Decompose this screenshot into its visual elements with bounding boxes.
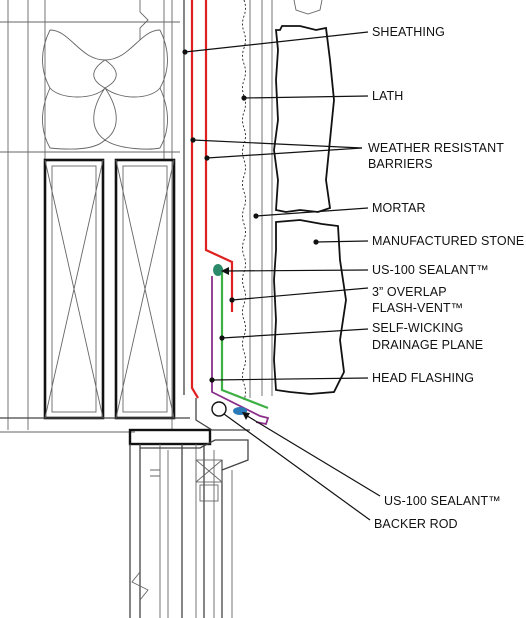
label-wicking-line2: DRAINAGE PLANE <box>372 338 483 352</box>
window-frame <box>128 428 249 618</box>
sealant-top <box>213 264 223 276</box>
leader-lines <box>182 31 381 521</box>
backer-rod <box>211 401 227 417</box>
manufactured-stone <box>261 0 347 396</box>
labels: SHEATHING LATH WEATHER RESISTANT BARRIER… <box>368 25 524 531</box>
drainage-plane <box>220 268 269 410</box>
label-sealant-bottom: US-100 SEALANT™ <box>384 494 501 508</box>
wrb-inner <box>204 0 234 312</box>
wrb-outer <box>190 0 199 399</box>
label-wrb-line2: BARRIERS <box>368 157 433 171</box>
label-mortar: MORTAR <box>372 201 426 215</box>
label-wrb-line1: WEATHER RESISTANT <box>368 141 504 155</box>
label-backer-rod: BACKER ROD <box>374 517 458 531</box>
label-head-flashing: HEAD FLASHING <box>372 371 474 385</box>
wall-framing <box>0 0 190 433</box>
head-flashing <box>211 276 270 426</box>
insulation-batt <box>42 29 168 150</box>
label-wicking-line1: SELF-WICKING <box>372 321 463 335</box>
label-sealant-top: US-100 SEALANT™ <box>372 263 489 277</box>
label-overlap-line1: 3” OVERLAP <box>372 285 447 299</box>
label-overlap-line2: FLASH-VENT™ <box>372 301 463 315</box>
label-sheathing: SHEATHING <box>372 25 445 39</box>
label-lath: LATH <box>372 89 403 103</box>
label-stone: MANUFACTURED STONE <box>372 234 524 248</box>
lath <box>242 0 246 401</box>
